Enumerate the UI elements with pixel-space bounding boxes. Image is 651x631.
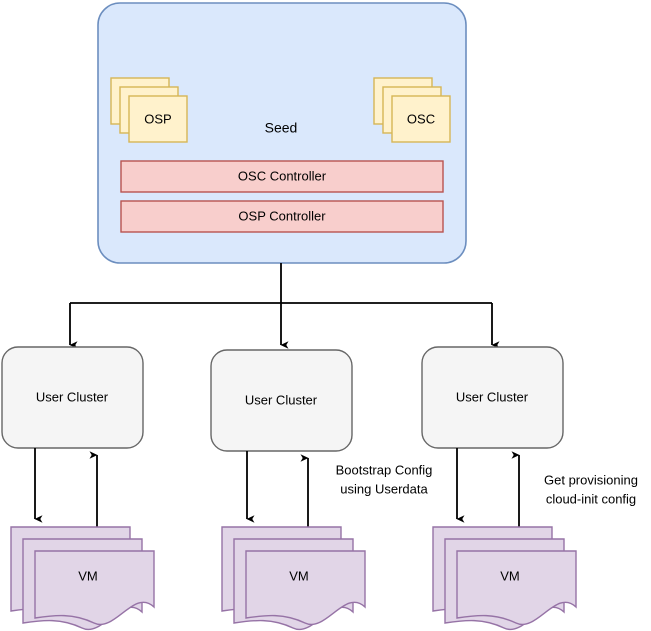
provisioning-config-label: Get provisioning cloud-init config	[544, 472, 638, 506]
user-cluster-right-label: User Cluster	[456, 389, 529, 404]
vm-stack-right[interactable]: VM	[432, 526, 577, 631]
vm-stack-right-label: VM	[500, 568, 520, 583]
osp-stack[interactable]: OSP	[110, 77, 188, 143]
bootstrap-config-line1: Bootstrap Config	[336, 462, 433, 477]
vm-right-sheet-front	[456, 550, 577, 626]
cluster-vm-arrows-right	[456, 448, 520, 528]
osp-controller-label: OSP Controller	[238, 208, 326, 223]
bootstrap-config-line2: using Userdata	[340, 481, 428, 496]
vm-middle-sheet-front	[245, 550, 366, 626]
bootstrap-config-label: Bootstrap Config using Userdata	[336, 462, 433, 496]
provisioning-config-line2: cloud-init config	[546, 491, 636, 506]
osc-stack[interactable]: OSC	[373, 77, 451, 143]
osc-controller-bar	[120, 160, 444, 193]
osc-stack-label: OSC	[407, 111, 435, 126]
cluster-vm-arrows-middle	[246, 451, 309, 528]
seed-label: Seed	[265, 120, 298, 136]
seed-box	[97, 2, 467, 264]
user-cluster-right-box	[421, 346, 564, 449]
vm-stack-left-label: VM	[78, 568, 98, 583]
osp-controller[interactable]: OSP Controller	[120, 200, 444, 233]
user-cluster-left-label: User Cluster	[36, 389, 109, 404]
cluster-vm-arrows-left	[34, 448, 98, 528]
osp-stack-label: OSP	[144, 111, 171, 126]
osc-controller[interactable]: OSC Controller	[120, 160, 444, 193]
osp-controller-bar	[120, 200, 444, 233]
osp-sheet-front	[128, 95, 188, 143]
seed-to-clusters-connector	[69, 263, 500, 349]
user-cluster-left-box	[1, 346, 144, 449]
user-cluster-middle-label: User Cluster	[245, 392, 318, 407]
vm-left-sheet-front	[34, 550, 155, 626]
osc-sheet-front	[391, 95, 451, 143]
user-cluster-right[interactable]: User Cluster	[421, 346, 564, 449]
seed-container[interactable]: Seed	[97, 2, 467, 264]
osc-controller-label: OSC Controller	[238, 168, 327, 183]
vm-stack-left[interactable]: VM	[10, 526, 155, 631]
user-cluster-middle-box	[210, 349, 353, 452]
vm-stack-middle[interactable]: VM	[221, 526, 366, 631]
user-cluster-left[interactable]: User Cluster	[1, 346, 144, 449]
user-cluster-middle[interactable]: User Cluster	[210, 349, 353, 452]
vm-stack-middle-label: VM	[289, 568, 309, 583]
provisioning-config-line1: Get provisioning	[544, 472, 638, 487]
